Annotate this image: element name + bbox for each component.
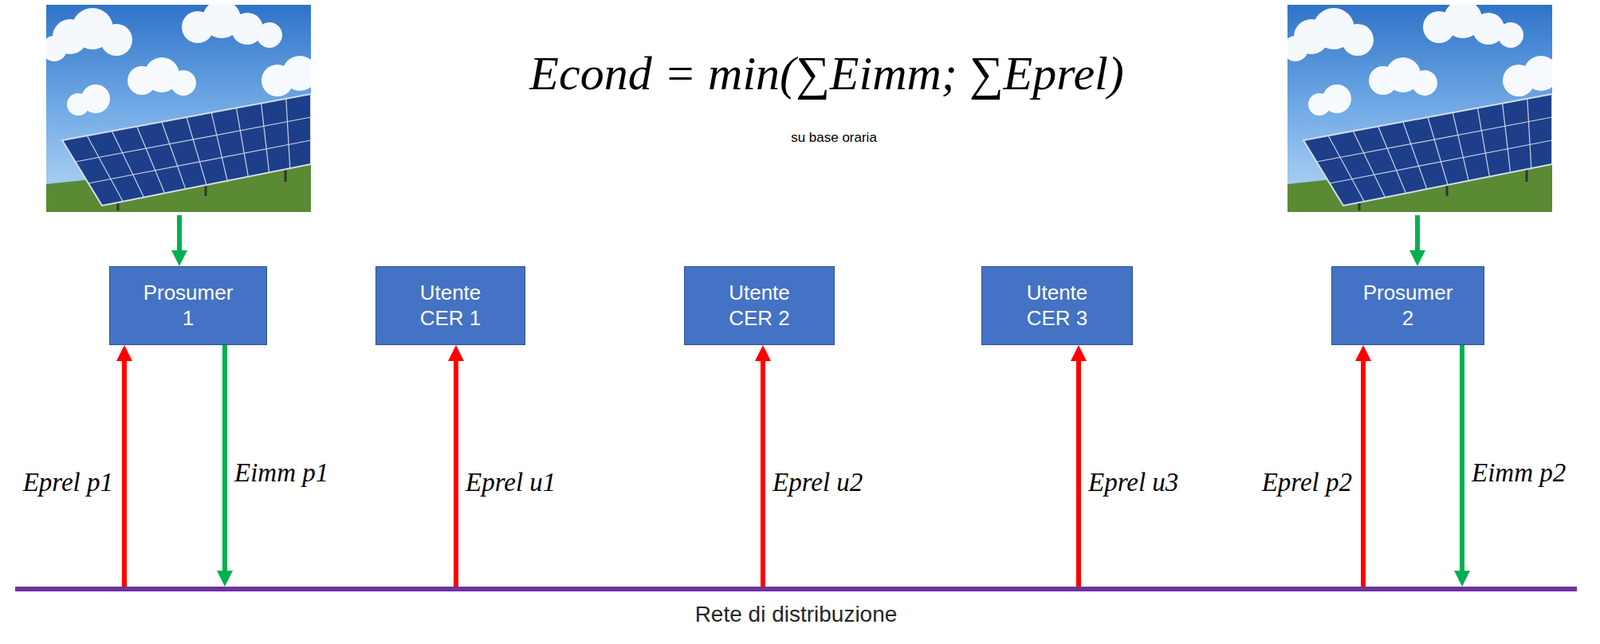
solar-panel-photo [1282, 0, 1559, 213]
energy-label: Eprel p1 [23, 467, 114, 500]
note-text: su base oraria [674, 129, 994, 146]
production-arrow [1415, 215, 1420, 257]
energy-label: Eprel u2 [772, 467, 863, 500]
energy-label: Eimm p1 [234, 457, 329, 490]
user-box: Utente CER 2 [684, 266, 835, 346]
distribution-line: Rete di distribuzione [15, 586, 1577, 592]
box-label: Prosumer 1 [139, 280, 237, 331]
prosumer-box: Prosumer 2 [1331, 266, 1485, 346]
formula-title: Econd = min(∑Eimm; ∑Eprel) [428, 44, 1226, 103]
box-label: Prosumer 2 [1359, 280, 1457, 331]
box-label: Utente CER 2 [711, 280, 809, 331]
solar-panel-photo [41, 0, 318, 213]
prosumer-box: Prosumer 1 [109, 266, 268, 346]
box-label: Utente CER 3 [1008, 280, 1106, 331]
feed-in-arrow [222, 345, 228, 578]
withdrawal-arrow [760, 354, 766, 587]
energy-label: Eprel u3 [1088, 467, 1179, 500]
withdrawal-arrow [121, 354, 127, 587]
feed-in-arrow [1459, 345, 1465, 578]
energy-label: Eimm p2 [1471, 457, 1566, 490]
withdrawal-arrow [1076, 354, 1082, 587]
production-arrow [176, 215, 182, 257]
box-label: Rete di distribuzione [0, 601, 1600, 629]
user-box: Utente CER 1 [375, 266, 526, 346]
withdrawal-arrow [1360, 354, 1366, 587]
box-label: Utente CER 1 [401, 280, 500, 331]
withdrawal-arrow [453, 354, 459, 587]
energy-label: Eprel u1 [465, 467, 556, 500]
energy-label: Eprel p2 [1261, 467, 1353, 500]
user-box: Utente CER 3 [981, 266, 1133, 346]
